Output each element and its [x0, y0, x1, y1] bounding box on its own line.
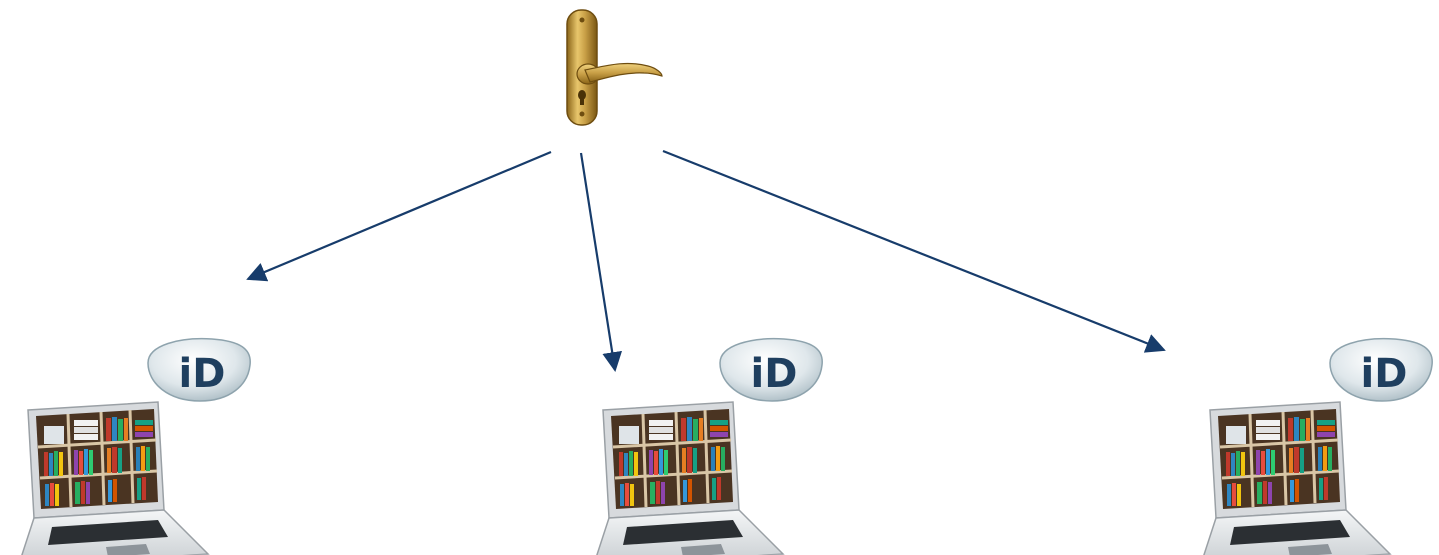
- edge-arrow: [579, 152, 623, 372]
- target-node: iD: [591, 337, 823, 555]
- edge-arrow: [246, 150, 552, 282]
- id-badge-text: iD: [751, 351, 798, 397]
- id-badge-icon: iD: [147, 337, 251, 402]
- edge-arrow: [662, 149, 1166, 353]
- id-badge-icon: iD: [1329, 337, 1433, 402]
- target-node: iD: [1198, 337, 1433, 555]
- id-badge-icon: iD: [719, 337, 823, 402]
- target-node: iD: [16, 337, 251, 555]
- laptop-library-icon: [1198, 400, 1392, 555]
- id-badge-text: iD: [1361, 351, 1408, 397]
- door-handle-icon: [566, 9, 663, 126]
- laptop-library-icon: [591, 400, 785, 555]
- id-badge-text: iD: [179, 351, 226, 397]
- laptop-library-icon: [16, 400, 210, 555]
- connection-arrows: [246, 149, 1166, 372]
